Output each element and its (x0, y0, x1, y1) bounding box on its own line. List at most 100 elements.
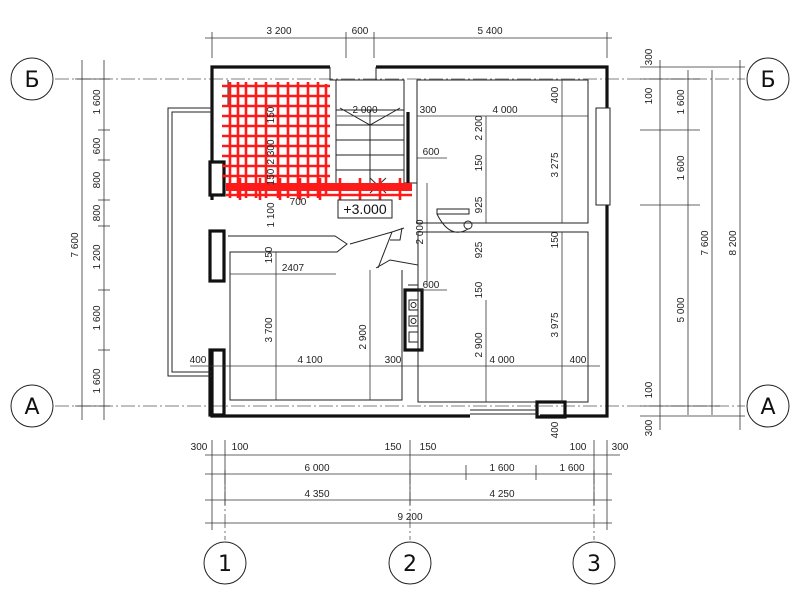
dim-150d: 150 (264, 246, 275, 263)
stair-arrow (339, 107, 401, 126)
dim-bottom-150-b: 150 (420, 442, 437, 453)
dim-bottom-100-left: 100 (232, 442, 249, 453)
dim-bath-150b: 150 (266, 168, 277, 185)
dim-400b: 400 (190, 355, 207, 366)
axis-label-1: 1 (218, 552, 232, 577)
axis-bubble-1 (203, 541, 247, 585)
balcony (167, 107, 212, 377)
axis-label-2: 2 (403, 552, 417, 577)
dim-right-5000: 5 000 (676, 297, 687, 322)
service-shaft (403, 288, 424, 352)
dim-400d: 400 (550, 421, 561, 438)
dim-right-100-bottom: 100 (644, 381, 655, 398)
walls (208, 65, 611, 419)
dim-left-800-b: 800 (92, 204, 103, 221)
dim-150a: 150 (474, 154, 485, 171)
dim-right-8200: 8 200 (728, 230, 739, 255)
dim-bath-700: 700 (290, 197, 307, 208)
door-swing-corridor (349, 227, 405, 245)
dimensions-bottom: 300 100 150 150 100 300 6 000 1 600 1 60… (191, 440, 629, 530)
dim-150c: 150 (474, 281, 485, 298)
dim-right-1600-b: 1 600 (676, 155, 687, 180)
corridor-corner (390, 227, 403, 241)
dim-300b: 300 (385, 355, 402, 366)
dim-left-1600-a: 1 600 (92, 89, 103, 114)
room-upper-right (416, 79, 589, 224)
axis-label-a-left: А (24, 395, 39, 420)
right-window-frame (595, 107, 611, 206)
dim-right-1600-a: 1 600 (676, 89, 687, 114)
dim-925a: 925 (474, 196, 485, 213)
axis-label-a-right: А (760, 395, 775, 420)
dim-bottom-100-right: 100 (570, 442, 587, 453)
elevation-mark: +3.000 (337, 199, 393, 219)
dim-left-7600: 7 600 (70, 232, 81, 257)
elevation-label: +3.000 (343, 201, 386, 217)
dim-4100: 4 100 (297, 355, 322, 366)
fixture (408, 315, 419, 327)
dim-bath-1100: 1 100 (266, 202, 277, 227)
dimensions-top: 3 200 600 5 400 (205, 26, 612, 58)
door-leaf-right (436, 208, 470, 215)
corridor-niche (375, 259, 419, 286)
dim-bottom-150-a: 150 (385, 442, 402, 453)
stair-right-wall (403, 110, 417, 184)
axis-label-b-left: Б (24, 68, 39, 93)
staircase (335, 79, 405, 194)
dim-right-100-top: 100 (644, 87, 655, 104)
dim-bottom-6000: 6 000 (304, 463, 329, 474)
dim-left-1600-b: 1 600 (92, 305, 103, 330)
fixture (410, 302, 417, 308)
dim-bottom-300-right: 300 (612, 442, 629, 453)
dim-3975: 3 975 (550, 312, 561, 337)
balcony-outline (167, 107, 212, 377)
dim-bath-2300: 2 300 (266, 139, 277, 164)
axis-bubbles: Б Б А А 1 2 3 (10, 57, 790, 585)
dim-bottom-4250: 4 250 (489, 489, 514, 500)
door-leaf-corridor (377, 231, 393, 269)
elevation-box (337, 199, 393, 219)
fixture (408, 299, 419, 311)
dim-400c: 400 (570, 355, 587, 366)
axis-label-3: 3 (587, 552, 601, 577)
dim-left-1200: 1 200 (92, 244, 103, 269)
dim-2200: 2 200 (474, 115, 485, 140)
dim-400a: 400 (550, 86, 561, 103)
stair-top-right (360, 67, 377, 81)
dim-left-1600-c: 1 600 (92, 368, 103, 393)
dim-2000v: 2 000 (415, 219, 426, 244)
dimensions-left: 1 600 600 800 800 1 200 1 600 1 600 7 60… (70, 60, 110, 420)
left-pier-2 (208, 229, 226, 283)
dim-bottom-4350: 4 350 (304, 489, 329, 500)
axis-bubble-a-right (746, 384, 790, 428)
dim-right-300-top: 300 (644, 48, 655, 65)
dim-3700: 3 700 (264, 317, 275, 342)
dimensions-right: 300 100 100 300 1 600 1 600 5 000 7 600 … (640, 48, 745, 436)
dim-2900b: 2 900 (474, 332, 485, 357)
dim-left-600: 600 (92, 137, 103, 154)
red-markup-hatch (222, 82, 412, 200)
door-swing (436, 213, 469, 233)
axis-bubble-b-left (10, 57, 54, 101)
dim-top-600: 600 (352, 26, 369, 37)
dim-bottom-1600-b: 1 600 (559, 463, 584, 474)
axis-bubble-b-right (746, 57, 790, 101)
dim-right-300-bottom: 300 (644, 419, 655, 436)
stair-top-left (329, 67, 346, 81)
doors (349, 208, 473, 269)
axis-bubble-2 (388, 541, 432, 585)
dim-925b: 925 (474, 241, 485, 258)
axis-center-lines (55, 78, 745, 540)
dim-150b: 150 (550, 231, 561, 248)
axis-bubble-3 (572, 541, 616, 585)
fixture (408, 331, 419, 343)
dim-bottom-300-left: 300 (191, 442, 208, 453)
dim-stair-2000: 2 000 (352, 105, 377, 116)
room-lower-right (417, 231, 589, 403)
dim-top-5400: 5 400 (477, 26, 502, 37)
dim-4000b: 4 000 (489, 355, 514, 366)
dim-left-800-a: 800 (92, 171, 103, 188)
dim-600a: 600 (423, 147, 440, 158)
dim-300a: 300 (420, 105, 437, 116)
